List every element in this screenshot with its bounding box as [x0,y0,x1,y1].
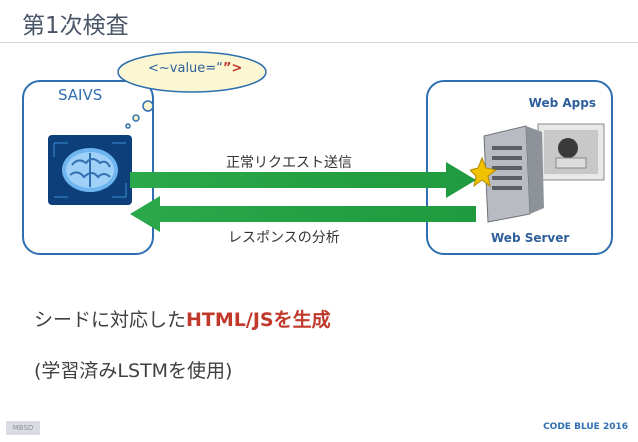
web-apps-label: Web Apps [528,96,596,110]
footer-event-name: CODE BLUE 2016 [543,422,628,432]
thought-bubble-prefix: <~value=“ [148,61,223,76]
title-bar: 第1次検査 [0,0,638,43]
footer-logo-tag: MBSD [6,421,40,435]
response-arrow [130,196,476,232]
brain-chip-icon [48,135,132,205]
thought-bubble-highlight: ”> [222,61,243,76]
headline-prefix: シードに対応した [34,309,187,331]
saivs-label: SAIVS [58,86,103,104]
web-server-icon [470,123,605,223]
headline-highlight: HTML/JSを生成 [186,309,331,331]
headline: シードに対応したHTML/JSを生成 [34,305,331,332]
subline: (学習済みLSTMを使用) [34,360,233,382]
request-arrow [130,162,476,198]
thought-cloud-icon [117,51,267,129]
response-label: レスポンスの分析 [228,230,340,246]
web-server-label: Web Server [491,231,570,245]
thought-bubble-text: <~value=“”> [148,61,242,76]
slide-title: 第1次検査 [22,13,129,39]
request-response-arrows [130,162,476,232]
request-label: 正常リクエスト送信 [226,155,352,171]
